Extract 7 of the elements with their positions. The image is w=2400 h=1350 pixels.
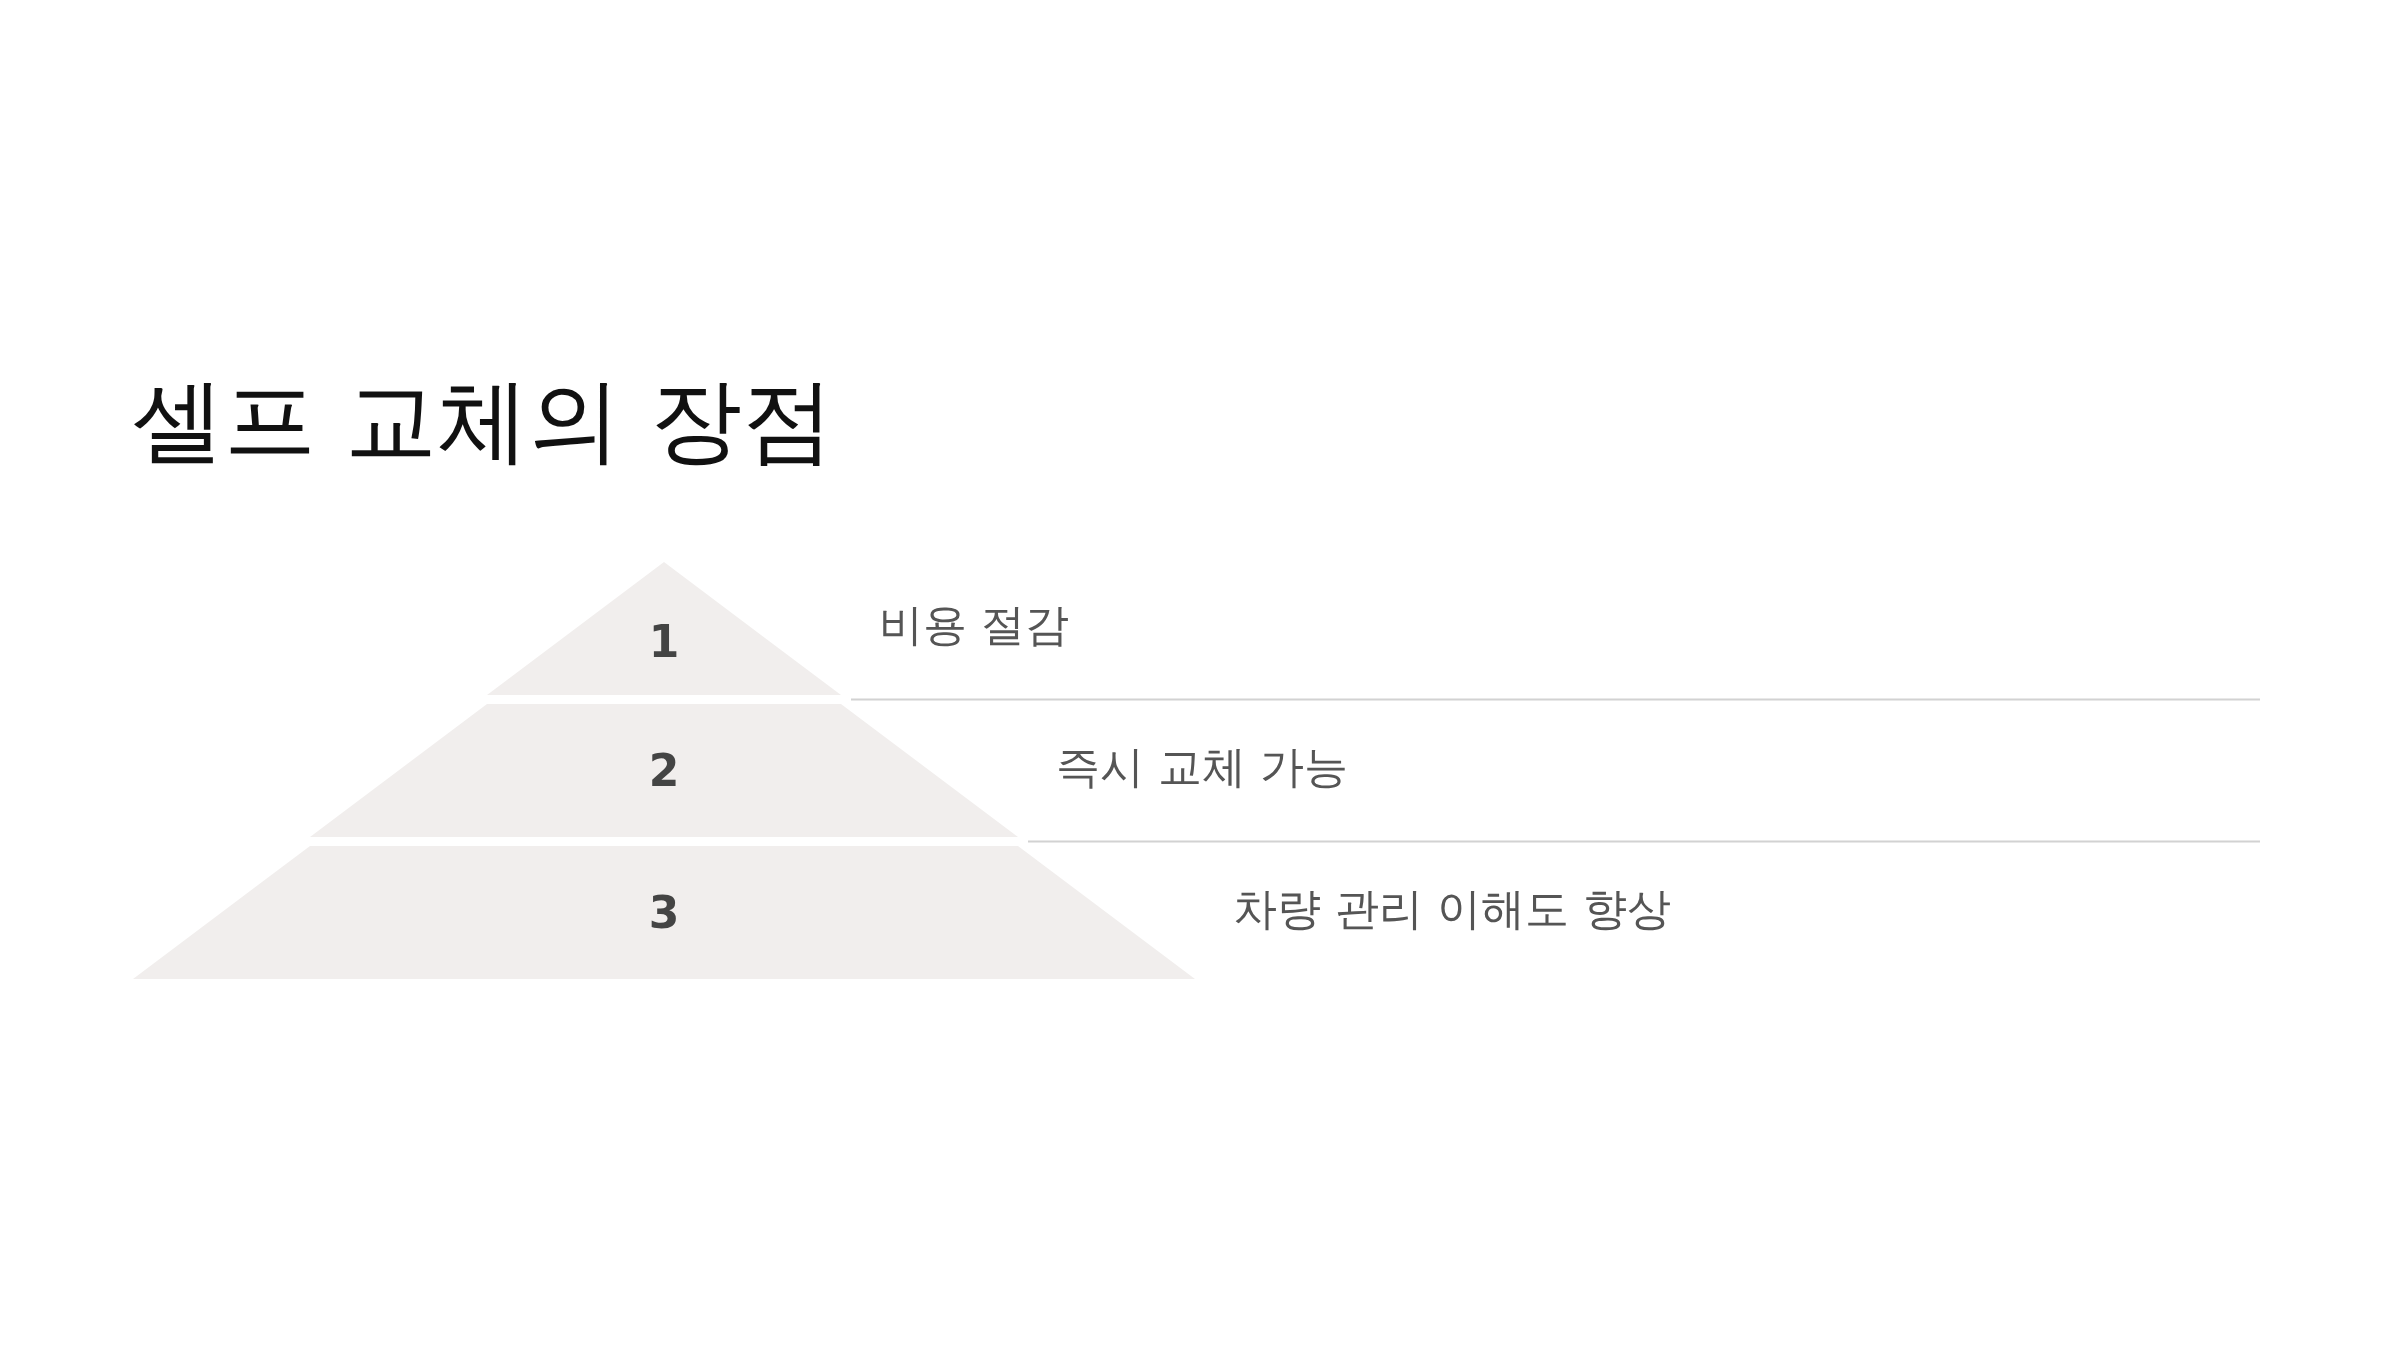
tier-label: 즉시 교체 가능 bbox=[1056, 741, 1348, 792]
tier-label: 차량 관리 이해도 향상 bbox=[1233, 883, 1671, 934]
title: 셀프 교체의 장점 bbox=[132, 370, 835, 472]
tier-number: 2 bbox=[648, 748, 680, 793]
tier-number: 1 bbox=[648, 619, 680, 664]
tier-number: 3 bbox=[648, 890, 680, 935]
tier-label: 비용 절감 bbox=[879, 599, 1069, 650]
